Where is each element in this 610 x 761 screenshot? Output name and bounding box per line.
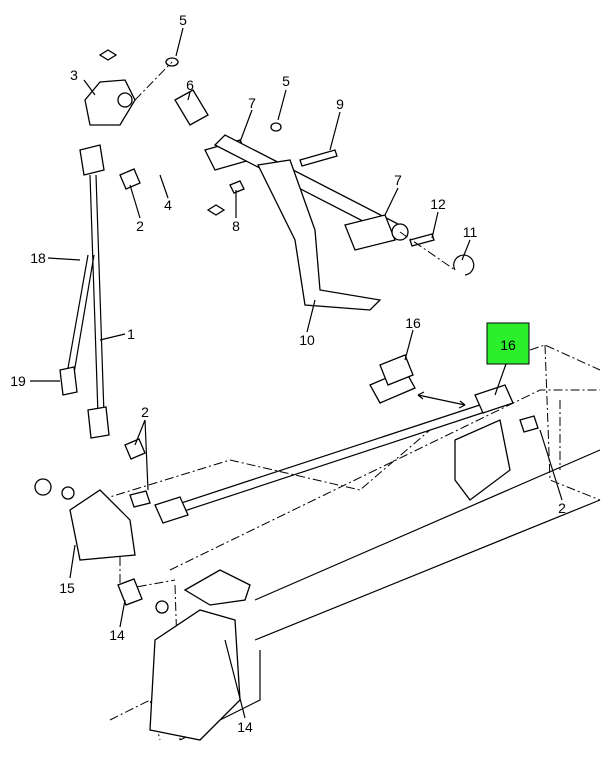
callout-18: 18 [30, 250, 46, 266]
callout-4: 4 [164, 197, 172, 213]
part-lower-linkage [34, 354, 539, 741]
callout-14: 14 [109, 627, 125, 643]
part-spacer-6 [174, 89, 209, 126]
part-bracket-3 [84, 49, 179, 126]
callout-19: 19 [10, 373, 26, 389]
callout-12: 12 [430, 196, 446, 212]
callout-3: 3 [70, 67, 78, 83]
callout-1: 1 [127, 326, 135, 342]
callout-9: 9 [336, 96, 344, 112]
callout-6: 6 [186, 77, 194, 93]
highlight-box [486, 322, 530, 365]
callout-16-highlighted[interactable]: 16 [500, 337, 516, 353]
callout-16: 16 [405, 315, 421, 331]
callout-5: 5 [282, 73, 290, 89]
part-pedal-assembly [204, 122, 475, 311]
callout-7: 7 [248, 95, 256, 111]
callout-8: 8 [232, 218, 240, 234]
part-rods [59, 144, 146, 460]
callout-2: 2 [141, 404, 149, 420]
chassis-frame [99, 344, 601, 741]
callout-2: 2 [558, 500, 566, 516]
callout-14: 14 [237, 719, 253, 735]
callout-15: 15 [59, 580, 75, 596]
callout-5: 5 [179, 12, 187, 28]
callout-7: 7 [394, 172, 402, 188]
leader-lines [30, 27, 563, 719]
callout-10: 10 [299, 332, 315, 348]
callout-2: 2 [136, 218, 144, 234]
callout-11: 11 [463, 224, 478, 240]
